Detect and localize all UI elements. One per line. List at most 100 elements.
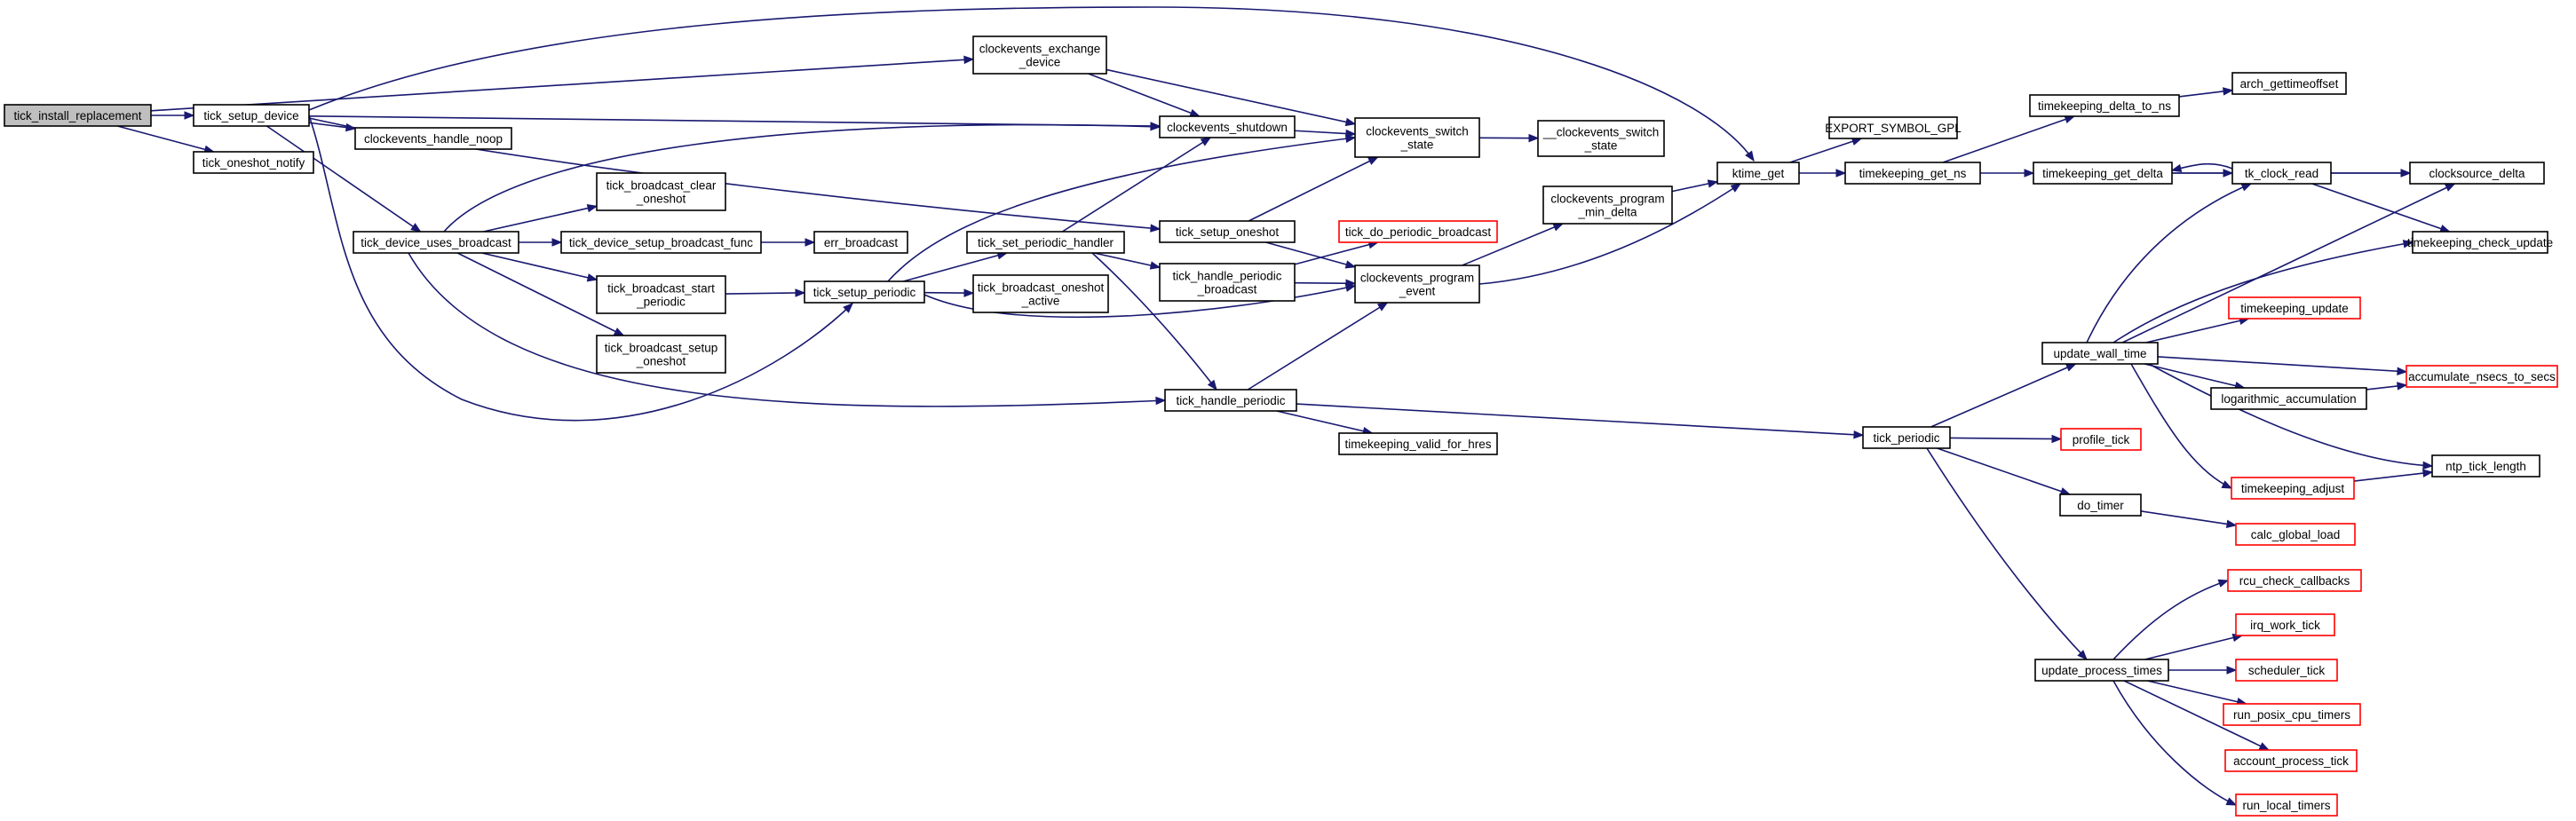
function-node-tick-set-periodic-handler[interactable]: tick_set_periodic_handler	[966, 231, 1125, 254]
node-label: _oneshot	[636, 193, 686, 206]
node-box	[2034, 659, 2169, 682]
function-node-run-local-timers[interactable]: run_local_timers	[2235, 793, 2338, 817]
function-node-clockevents-handle-noop[interactable]: clockevents_handle_noop	[354, 127, 512, 150]
function-node-accumulate-nsecs-to-secs[interactable]: accumulate_nsecs_to_secs	[2406, 365, 2558, 388]
function-node-ktime-get[interactable]: ktime_get	[1716, 162, 1800, 185]
function-node-clockevents-program-min-delta[interactable]: clockevents_program_min_delta	[1542, 186, 1673, 225]
function-node-clockevents-shutdown[interactable]: clockevents_shutdown	[1159, 115, 1296, 138]
call-edge-upt-to-rcc	[2112, 579, 2230, 660]
function-node-tick-setup-oneshot[interactable]: tick_setup_oneshot	[1159, 220, 1296, 243]
function-node-run-posix-cpu-timers[interactable]: run_posix_cpu_timers	[2223, 703, 2361, 726]
node-label: clockevents_program	[1550, 193, 1664, 206]
function-node-tick-periodic[interactable]: tick_periodic	[1862, 426, 1951, 449]
function-node-export-symbol-gpl[interactable]: EXPORT_SYMBOL_GPL	[1825, 116, 1962, 139]
call-edge-tdsbf-to-eb	[761, 238, 816, 247]
function-node-tick-device-setup-broadcast-func[interactable]: tick_device_setup_broadcast_func	[560, 231, 762, 254]
edge-line	[1478, 183, 1741, 285]
function-node-tick-broadcast-oneshot-active[interactable]: tick_broadcast_oneshot_active	[972, 274, 1109, 313]
node-box	[2060, 428, 2142, 451]
function-node-do-timer[interactable]: do_timer	[2059, 493, 2142, 517]
call-edge-upt-to-iwt	[2144, 633, 2244, 660]
function-node-tick-do-periodic-broadcast[interactable]: tick_do_periodic_broadcast	[1338, 220, 1498, 243]
call-edge-tdub-to-thp	[408, 252, 1167, 407]
arrowhead	[1200, 137, 1212, 146]
call-edge-tcr-to-tcu	[2311, 183, 2451, 233]
function-node-tk-clock-read[interactable]: tk_clock_read	[2231, 162, 2332, 185]
function-node-irq-work-tick[interactable]: irq_work_tick	[2235, 613, 2335, 636]
function-node-tick-handle-periodic-broadcast[interactable]: tick_handle_periodic_broadcast	[1159, 263, 1296, 302]
function-node-ntp-tick-length[interactable]: ntp_tick_length	[2431, 454, 2540, 478]
call-edge-cpmd-to-kg	[1671, 179, 1719, 193]
function-node-clockevents-program-event[interactable]: clockevents_program_event	[1354, 264, 1480, 304]
function-node-tick-oneshot-notify[interactable]: tick_oneshot_notify	[193, 151, 314, 174]
node-box	[2029, 94, 2180, 117]
function-node-timekeeping-check-update[interactable]: timekeeping_check_update	[2407, 231, 2553, 254]
node-box	[2223, 703, 2361, 726]
edge-line	[902, 252, 1008, 282]
node-box	[2231, 162, 2332, 185]
call-edge-uwt-to-tcr	[2086, 183, 2253, 343]
function-node-profile-tick[interactable]: profile_tick	[2060, 428, 2142, 451]
arrowhead	[2422, 461, 2434, 470]
call-edge-uwt-to-tu	[2145, 316, 2250, 343]
function-node-logarithmic-accumulation[interactable]: logarithmic_accumulation	[2210, 387, 2367, 410]
arrowhead	[1853, 430, 1865, 439]
call-edge-thpb-to-tdpb	[1294, 241, 1380, 265]
node-box	[966, 231, 1125, 254]
function-node-tick-setup-device[interactable]: tick_setup_device	[193, 104, 310, 127]
node-box	[193, 104, 310, 127]
function-node-clockevents-switch-state[interactable]: clockevents_switch_state	[1354, 117, 1480, 158]
edge-line	[2140, 510, 2237, 526]
function-node-arch-gettimeoffset[interactable]: arch_gettimeoffset	[2231, 72, 2347, 95]
edge-line	[2112, 241, 2414, 343]
function-node-update-wall-time[interactable]: update_wall_time	[2041, 342, 2159, 365]
node-box	[193, 151, 314, 174]
call-edge-thpb-to-cpe	[1294, 279, 1357, 288]
function-node-clockevents-exchange-device[interactable]: clockevents_exchange_device	[972, 36, 1107, 75]
function-node-tick-install-replacement[interactable]: tick_install_replacement	[4, 104, 152, 127]
call-edge-tsph-to-csd	[1061, 137, 1212, 233]
call-edge-tgn-to-tdtn	[1942, 115, 2076, 163]
call-edge-root-to-ced	[150, 55, 975, 112]
node-box	[2235, 793, 2338, 817]
edge-line	[117, 125, 214, 153]
node-box	[2231, 477, 2355, 500]
edge-line	[2112, 580, 2229, 660]
function-node-tick-broadcast-start-periodic[interactable]: tick_broadcast_start_periodic	[596, 275, 726, 314]
call-edge-tdub-to-csd	[443, 122, 1161, 233]
function-node-calc-global-load[interactable]: calc_global_load	[2235, 523, 2356, 546]
arrowhead	[2024, 169, 2035, 178]
function-node-timekeeping-valid-for-hres[interactable]: timekeeping_valid_for_hres	[1338, 432, 1498, 455]
function-node-timekeeping-adjust[interactable]: timekeeping_adjust	[2231, 477, 2355, 500]
node-label: _event	[1399, 285, 1436, 298]
arrowhead	[2077, 650, 2088, 660]
node-box	[2227, 569, 2362, 592]
node-label: update_process_times	[2041, 664, 2162, 677]
function-node-account-process-tick[interactable]: account_process_tick	[2224, 749, 2358, 772]
node-label: clockevents_exchange	[979, 43, 1101, 56]
function-node-tick-setup-periodic[interactable]: tick_setup_periodic	[804, 280, 925, 304]
function-node-rcu-check-callbacks[interactable]: rcu_check_callbacks	[2227, 569, 2362, 592]
edge-line	[725, 292, 805, 295]
node-label: tick_setup_periodic	[813, 286, 916, 299]
node-box	[1716, 162, 1800, 185]
function-node-timekeeping-get-delta[interactable]: timekeeping_get_delta	[2033, 162, 2173, 185]
function-node-tick-broadcast-setup-oneshot[interactable]: tick_broadcast_setup_oneshot	[596, 335, 726, 374]
call-edge-tgn-to-tgd	[1980, 169, 2035, 178]
function-node-timekeeping-delta-to-ns[interactable]: timekeeping_delta_to_ns	[2029, 94, 2180, 117]
function-node---clockevents-switch-state[interactable]: __clockevents_switch_state	[1537, 120, 1665, 157]
call-edge-root-to-tsd	[151, 111, 195, 120]
function-node-timekeeping-get-ns[interactable]: timekeeping_get_ns	[1844, 162, 1981, 185]
function-node-tick-device-uses-broadcast[interactable]: tick_device_uses_broadcast	[353, 231, 519, 254]
function-node-timekeeping-update[interactable]: timekeeping_update	[2228, 296, 2361, 320]
function-node-tick-handle-periodic[interactable]: tick_handle_periodic	[1164, 389, 1297, 412]
function-node-scheduler-tick[interactable]: scheduler_tick	[2235, 659, 2338, 682]
function-node-tick-broadcast-clear-oneshot[interactable]: tick_broadcast_clear_oneshot	[596, 172, 726, 211]
node-label: account_process_tick	[2233, 754, 2349, 768]
function-node-update-process-times[interactable]: update_process_times	[2034, 659, 2169, 682]
function-node-clocksource-delta[interactable]: clocksource_delta	[2409, 162, 2545, 185]
node-box	[1828, 116, 1958, 139]
function-node-err-broadcast[interactable]: err_broadcast	[813, 231, 908, 254]
node-label: tick_set_periodic_handler	[978, 236, 1114, 249]
node-box	[2228, 296, 2361, 320]
